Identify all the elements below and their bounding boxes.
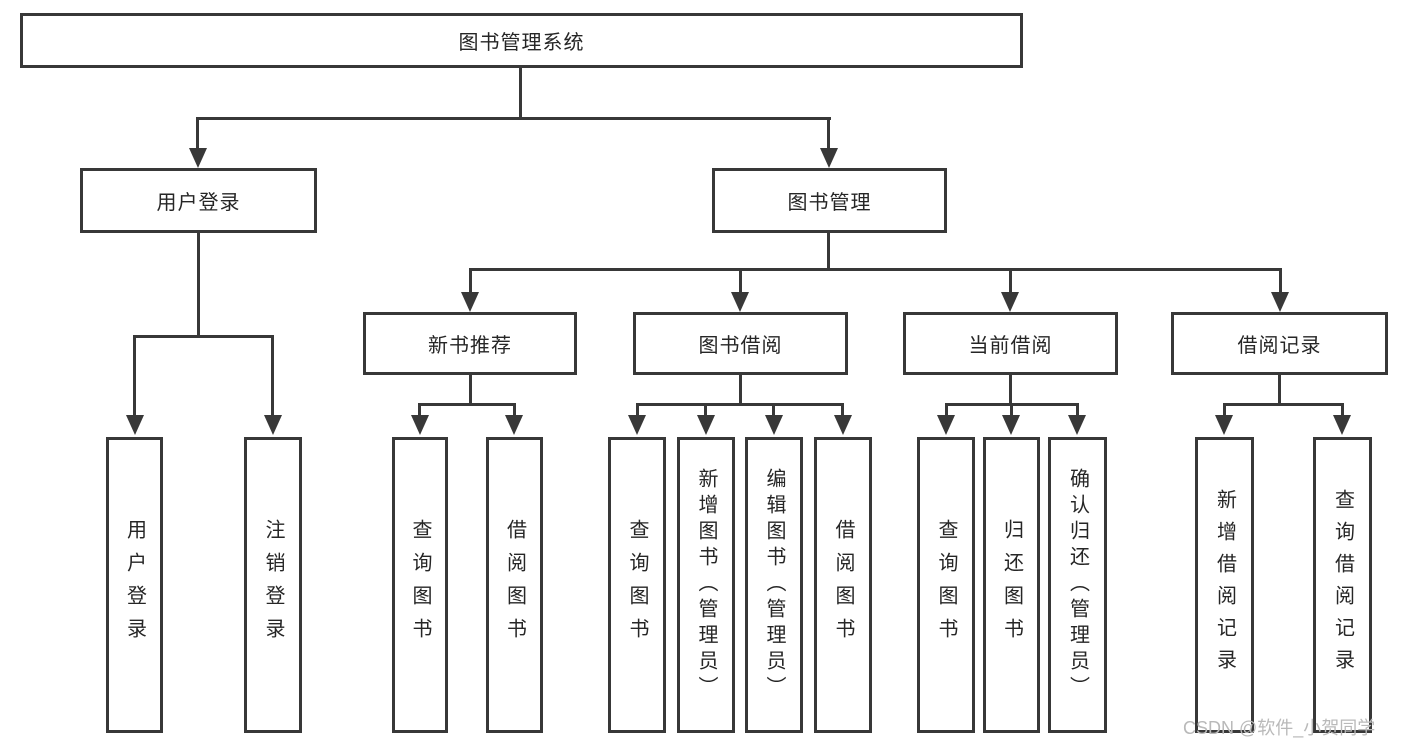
connector-leaf-stub	[945, 403, 948, 417]
connector-leaf-logout-stub	[271, 335, 274, 415]
leaf-cb-query-book: 查询图书	[917, 437, 975, 733]
arrowhead-leaf-icon	[411, 415, 429, 435]
leaf-bb-borrow-book-label: 借阅图书	[832, 519, 854, 651]
connector-current-borrow-stub	[1009, 268, 1012, 294]
leaf-logout-label: 注销登录	[262, 519, 284, 651]
node-current-borrow: 当前借阅	[903, 312, 1118, 375]
arrowhead-leaf-icon	[697, 415, 715, 435]
connector-borrow-record-horizontal	[1223, 403, 1344, 406]
connector-leaf-stub	[513, 403, 516, 417]
arrowhead-leaf-icon	[1068, 415, 1086, 435]
arrowhead-leaf-icon	[505, 415, 523, 435]
node-user-login: 用户登录	[80, 168, 317, 233]
node-current-borrow-label: 当前借阅	[968, 335, 1053, 357]
connector-leaf-stub	[636, 403, 639, 417]
connector-leaf-stub	[772, 403, 775, 417]
node-user-login-label: 用户登录	[156, 192, 241, 214]
connector-root-vertical	[519, 68, 522, 119]
arrowhead-current-borrow-icon	[1001, 292, 1019, 312]
leaf-bb-add-book-admin-label: 新增图书（管理员）	[695, 468, 717, 702]
connector-book-borrow-horizontal	[636, 403, 844, 406]
leaf-user-login-label: 用户登录	[123, 519, 146, 651]
node-root: 图书管理系统	[20, 13, 1023, 68]
arrowhead-leaf-icon	[1215, 415, 1233, 435]
connector-leaf-stub	[1010, 403, 1013, 417]
leaf-bb-edit-book-admin: 编辑图书（管理员）	[745, 437, 803, 733]
connector-new-book-horizontal	[418, 403, 516, 406]
arrowhead-leaf-logout-icon	[264, 415, 282, 435]
arrowhead-leaf-icon	[1333, 415, 1351, 435]
node-borrow-record: 借阅记录	[1171, 312, 1388, 375]
leaf-nb-borrow-book: 借阅图书	[486, 437, 543, 733]
connector-leaf-stub	[841, 403, 844, 417]
arrowhead-leaf-icon	[1002, 415, 1020, 435]
connector-new-book-stub	[469, 268, 472, 294]
leaf-br-query-record-label: 查询借阅记录	[1331, 489, 1354, 681]
leaf-bb-borrow-book: 借阅图书	[814, 437, 872, 733]
arrowhead-borrow-record-icon	[1271, 292, 1289, 312]
arrowhead-leaf-icon	[834, 415, 852, 435]
leaf-cb-query-book-label: 查询图书	[935, 519, 957, 651]
node-new-book-recommend: 新书推荐	[363, 312, 577, 375]
connector-level1-horizontal	[197, 117, 831, 120]
leaf-user-login: 用户登录	[106, 437, 163, 733]
connector-leaf-stub	[1076, 403, 1079, 417]
connector-book-borrow-stub	[739, 268, 742, 294]
node-book-borrow: 图书借阅	[633, 312, 848, 375]
arrowhead-leaf-icon	[765, 415, 783, 435]
arrowhead-book-mgmt-icon	[820, 148, 838, 168]
arrowhead-leaf-icon	[628, 415, 646, 435]
arrowhead-leaf-login-icon	[126, 415, 144, 435]
leaf-bb-add-book-admin: 新增图书（管理员）	[677, 437, 735, 733]
arrowhead-leaf-icon	[937, 415, 955, 435]
connector-user-login-horizontal	[133, 335, 274, 338]
connector-book-mgmt-stub	[827, 117, 830, 150]
leaf-cb-return-book: 归还图书	[983, 437, 1040, 733]
arrowhead-new-book-icon	[461, 292, 479, 312]
leaf-logout: 注销登录	[244, 437, 302, 733]
leaf-br-query-record: 查询借阅记录	[1313, 437, 1372, 733]
node-root-label: 图书管理系统	[458, 32, 585, 54]
connector-leaf-stub	[1341, 403, 1344, 417]
connector-book-borrow-vertical	[739, 375, 742, 406]
connector-leaf-login-stub	[133, 335, 136, 415]
connector-current-borrow-vertical	[1009, 375, 1012, 406]
node-book-mgmt-label: 图书管理	[787, 192, 872, 214]
connector-leaf-stub	[418, 403, 421, 417]
connector-user-login-vertical	[197, 233, 200, 338]
connector-borrow-record-stub	[1279, 268, 1282, 294]
arrowhead-user-login-icon	[189, 148, 207, 168]
leaf-cb-confirm-return-admin: 确认归还（管理员）	[1048, 437, 1107, 733]
leaf-bb-query-book-label: 查询图书	[626, 519, 648, 651]
connector-book-mgmt-vertical	[827, 233, 830, 271]
leaf-nb-query-book: 查询图书	[392, 437, 448, 733]
node-borrow-record-label: 借阅记录	[1237, 335, 1322, 357]
leaf-br-add-record: 新增借阅记录	[1195, 437, 1254, 733]
leaf-cb-return-book-label: 归还图书	[1000, 519, 1023, 651]
leaf-nb-query-book-label: 查询图书	[409, 519, 431, 651]
leaf-bb-edit-book-admin-label: 编辑图书（管理员）	[763, 468, 785, 702]
csdn-watermark: CSDN @软件_小贺同学	[1183, 718, 1376, 738]
leaf-bb-query-book: 查询图书	[608, 437, 666, 733]
node-new-book-recommend-label: 新书推荐	[428, 335, 512, 357]
leaf-br-add-record-label: 新增借阅记录	[1213, 489, 1236, 681]
connector-borrow-record-vertical	[1278, 375, 1281, 406]
node-book-borrow-label: 图书借阅	[698, 335, 783, 357]
arrowhead-book-borrow-icon	[731, 292, 749, 312]
connector-new-book-vertical	[469, 375, 472, 406]
connector-leaf-stub	[1223, 403, 1226, 417]
leaf-cb-confirm-return-admin-label: 确认归还（管理员）	[1066, 468, 1089, 702]
leaf-nb-borrow-book-label: 借阅图书	[503, 519, 526, 651]
node-book-mgmt: 图书管理	[712, 168, 947, 233]
connector-level2-horizontal	[469, 268, 1282, 271]
connector-user-login-stub	[196, 117, 199, 150]
connector-leaf-stub	[704, 403, 707, 417]
